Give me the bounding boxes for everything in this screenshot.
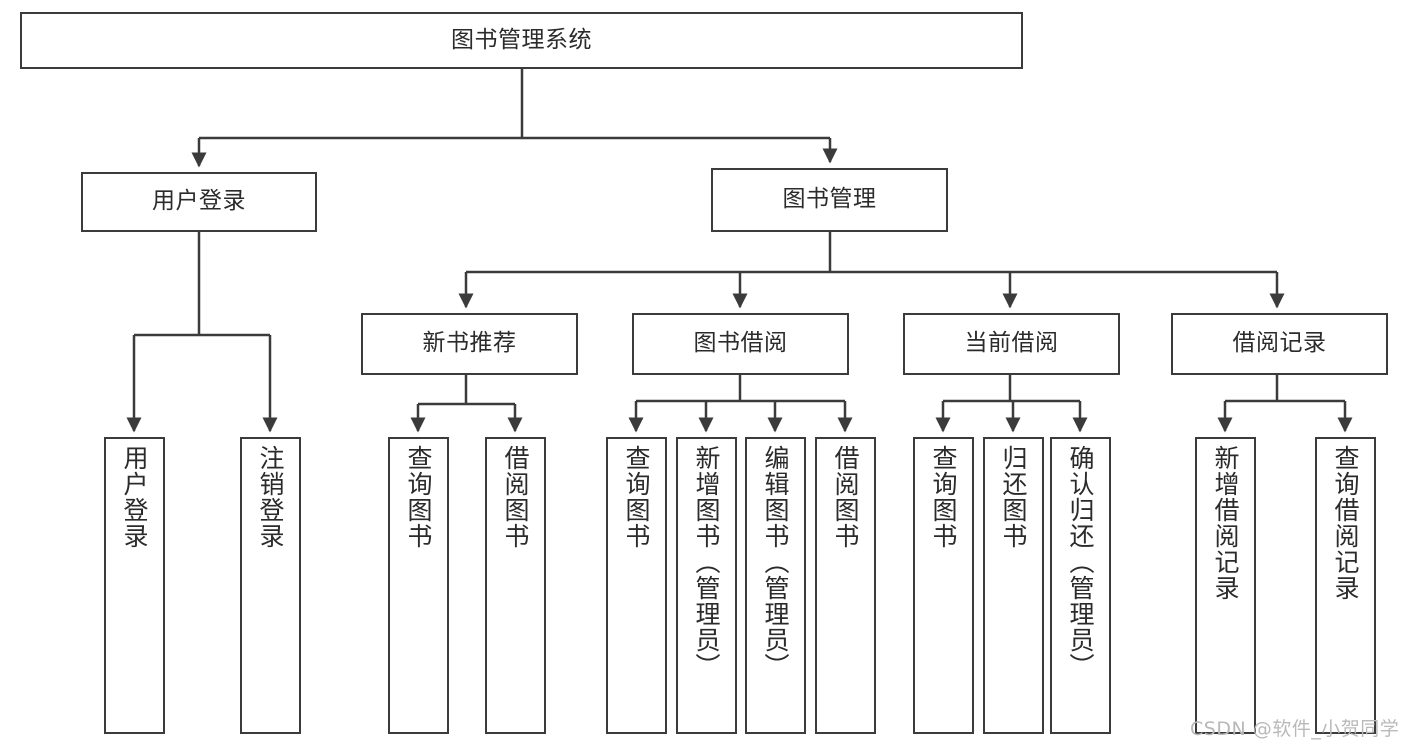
node-leaf-query-book-2-label: 查询图书 <box>622 445 651 549</box>
node-leaf-confirm-return[interactable]: 确认归还（管理员） <box>1050 437 1111 734</box>
node-leaf-query-record[interactable]: 查询借阅记录 <box>1315 437 1376 734</box>
node-borrow-record-label: 借阅记录 <box>1232 330 1327 357</box>
node-leaf-query-book-1-label: 查询图书 <box>404 445 433 549</box>
node-borrow-record[interactable]: 借阅记录 <box>1171 313 1388 375</box>
node-root-system-label: 图书管理系统 <box>451 26 592 53</box>
node-new-book-recommend[interactable]: 新书推荐 <box>361 313 578 375</box>
node-leaf-add-record[interactable]: 新增借阅记录 <box>1195 437 1256 734</box>
node-leaf-user-login-label: 用户登录 <box>120 445 149 549</box>
node-book-manage-label: 图书管理 <box>782 186 877 213</box>
node-leaf-borrow-book-1[interactable]: 借阅图书 <box>485 437 546 734</box>
node-book-manage[interactable]: 图书管理 <box>711 168 948 232</box>
node-leaf-edit-book-label: 编辑图书（管理员） <box>761 445 790 679</box>
node-root-system[interactable]: 图书管理系统 <box>20 12 1023 69</box>
node-leaf-add-record-label: 新增借阅记录 <box>1211 445 1240 601</box>
node-leaf-add-book[interactable]: 新增图书（管理员） <box>676 437 737 734</box>
node-leaf-confirm-return-label: 确认归还（管理员） <box>1066 445 1095 679</box>
node-leaf-return-book-label: 归还图书 <box>999 445 1028 549</box>
node-leaf-logout-login[interactable]: 注销登录 <box>240 437 301 734</box>
node-leaf-query-record-label: 查询借阅记录 <box>1331 445 1360 601</box>
node-book-borrow[interactable]: 图书借阅 <box>632 313 849 375</box>
node-leaf-query-book-1[interactable]: 查询图书 <box>388 437 449 734</box>
node-new-book-recommend-label: 新书推荐 <box>422 330 517 357</box>
node-leaf-borrow-book-2[interactable]: 借阅图书 <box>815 437 876 734</box>
node-book-borrow-label: 图书借阅 <box>693 330 788 357</box>
node-leaf-logout-login-label: 注销登录 <box>256 445 285 549</box>
node-leaf-borrow-book-1-label: 借阅图书 <box>501 445 530 549</box>
node-leaf-query-book-3-label: 查询图书 <box>929 445 958 549</box>
node-leaf-query-book-3[interactable]: 查询图书 <box>913 437 974 734</box>
node-user-login[interactable]: 用户登录 <box>81 172 317 232</box>
node-user-login-label: 用户登录 <box>152 188 246 215</box>
node-leaf-user-login[interactable]: 用户登录 <box>104 437 165 734</box>
node-current-borrow-label: 当前借阅 <box>964 330 1059 357</box>
node-current-borrow[interactable]: 当前借阅 <box>903 313 1120 375</box>
node-leaf-return-book[interactable]: 归还图书 <box>983 437 1044 734</box>
csdn-watermark: CSDN @软件_小贺同学 <box>1190 718 1400 740</box>
node-leaf-add-book-label: 新增图书（管理员） <box>692 445 721 679</box>
node-leaf-borrow-book-2-label: 借阅图书 <box>831 445 860 549</box>
node-leaf-query-book-2[interactable]: 查询图书 <box>606 437 667 734</box>
node-leaf-edit-book[interactable]: 编辑图书（管理员） <box>745 437 806 734</box>
